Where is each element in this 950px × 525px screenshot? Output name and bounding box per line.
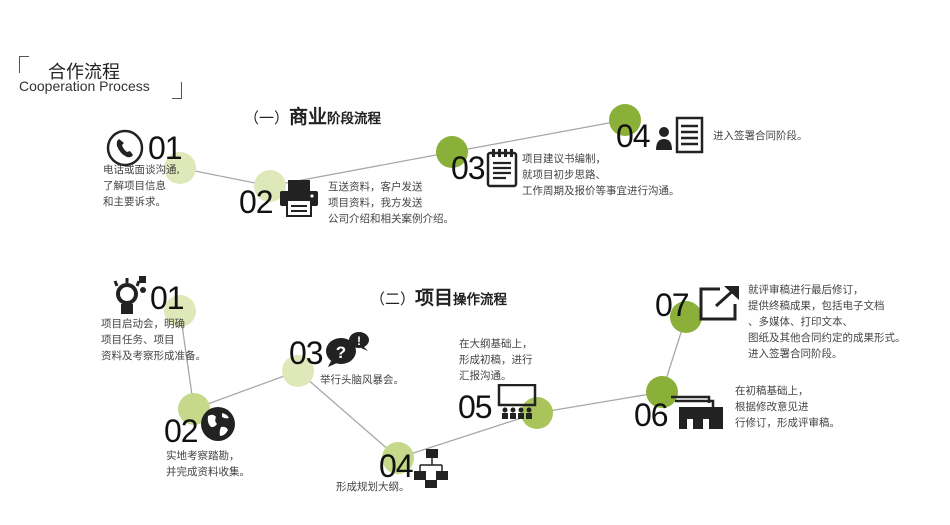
- node-s2-01: [164, 295, 196, 327]
- s1-step-02-number: 02: [239, 184, 274, 220]
- text-line: 工作周期及报价等事宜进行沟通。: [522, 185, 680, 197]
- text-line: 项目资料，我方发送: [328, 197, 423, 209]
- node-s2-03: [282, 355, 314, 387]
- text-line: 形成规划大纲。: [336, 481, 410, 493]
- s1-step-03-number: 03: [451, 150, 486, 186]
- s1-step-04-text: 进入签署合同阶段。: [713, 128, 808, 144]
- meeting-icon: [113, 276, 146, 314]
- section2-prefix: （二）: [370, 290, 416, 308]
- notepad-icon: [486, 149, 518, 188]
- connector-s2-1-2: [179, 310, 195, 410]
- connector-s2-3-4: [297, 370, 399, 459]
- section1-title-small: 阶段流程: [327, 111, 382, 127]
- presentation-icon: [497, 384, 537, 419]
- text-line: 在初稿基础上，: [735, 385, 809, 397]
- text-line: 行修订，形成评审稿。: [735, 417, 840, 429]
- s1-step-01-number: 01: [148, 130, 183, 166]
- connector-s2-5-6: [536, 391, 663, 414]
- documents-icon: [671, 395, 723, 429]
- text-line: 资料及考察形成准备。: [101, 350, 206, 362]
- text-line: 进入签署合同阶段。: [713, 130, 808, 142]
- section2-heading: （二）项目操作流程: [370, 283, 507, 310]
- text-line: 根据修改意见进: [735, 401, 809, 413]
- text-line: 进入签署合同阶段。: [748, 348, 843, 360]
- text-line: 电话或面谈沟通,: [103, 164, 180, 176]
- node-s2-04: [382, 442, 414, 474]
- s2-step-03-text: 举行头脑风暴会。: [320, 372, 404, 388]
- text-line: 就评审稿进行最后修订，: [748, 284, 864, 296]
- s2-step-02-number: 02: [164, 413, 199, 449]
- connector-s2-4-5: [397, 412, 538, 459]
- page-subtitle: Cooperation Process: [19, 78, 150, 94]
- text-line: 公司介绍和相关案例介绍。: [328, 213, 454, 225]
- text-line: 汇报沟通。: [459, 370, 512, 382]
- text-line: 互送资料，客户发送: [328, 181, 423, 193]
- printer-icon: [280, 180, 318, 217]
- s1-step-02-text: 互送资料，客户发送 项目资料，我方发送 公司介绍和相关案例介绍。: [328, 179, 454, 227]
- s2-step-07-number: 07: [655, 287, 690, 323]
- text-line: 并完成资料收集。: [166, 466, 250, 478]
- s2-step-03-number: 03: [289, 335, 324, 371]
- header-bracket-left: [19, 56, 29, 73]
- node-s1-01: [164, 152, 196, 184]
- connector-s2-2-3: [193, 370, 299, 410]
- s2-step-01-number: 01: [150, 280, 185, 316]
- s1-step-01-text: 电话或面谈沟通, 了解项目信息 和主要诉求。: [103, 162, 180, 210]
- text-line: 在大纲基础上，: [459, 338, 533, 350]
- s2-step-06-text: 在初稿基础上， 根据修改意见进 行修订，形成评审稿。: [735, 383, 840, 431]
- node-s2-06: [646, 376, 678, 408]
- text-line: 提供终稿成果，包括电子文档: [748, 300, 885, 312]
- contract-icon: [656, 116, 704, 154]
- network-icon: [414, 449, 448, 488]
- svg-text:?: ?: [336, 343, 346, 362]
- text-line: 实地考察踏勘，: [166, 450, 240, 462]
- node-s2-02: [178, 393, 210, 425]
- s2-step-06-number: 06: [634, 397, 669, 433]
- text-line: 形成初稿，进行: [459, 354, 533, 366]
- section1-title-big: 商业: [289, 106, 328, 128]
- section2-title-small: 操作流程: [453, 292, 508, 308]
- section2-title-big: 项目: [415, 287, 454, 309]
- node-s1-03: [436, 136, 468, 168]
- brainstorm-icon: ? !: [326, 332, 369, 367]
- s1-step-03-text: 项目建议书编制， 就项目初步思路、 工作周期及报价等事宜进行沟通。: [522, 151, 680, 199]
- text-line: 、多媒体、打印文本、: [748, 316, 853, 328]
- text-line: 就项目初步思路、: [522, 169, 606, 181]
- s2-step-04-number: 04: [379, 448, 414, 484]
- header-bracket-right: [172, 82, 182, 99]
- svg-text:!: !: [357, 334, 361, 348]
- text-line: 项目任务、项目: [101, 334, 175, 346]
- node-s2-07: [670, 301, 702, 333]
- connector-s1-3-4: [451, 119, 626, 153]
- s2-step-07-text: 就评审稿进行最后修订， 提供终稿成果，包括电子文档 、多媒体、打印文本、 图纸及…: [748, 282, 906, 362]
- text-line: 举行头脑风暴会。: [320, 374, 404, 386]
- s2-step-05-text: 在大纲基础上， 形成初稿，进行 汇报沟通。: [459, 336, 533, 384]
- text-line: 了解项目信息: [103, 180, 166, 192]
- text-line: 项目建议书编制，: [522, 153, 606, 165]
- page-title: 合作流程: [48, 62, 120, 83]
- text-line: 图纸及其他合同约定的成果形式。: [748, 332, 906, 344]
- text-line: 和主要诉求。: [103, 196, 166, 208]
- s2-step-04-text: 形成规划大纲。: [336, 479, 410, 495]
- node-s1-02: [254, 170, 286, 202]
- text-line: 项目启动会，明确: [101, 318, 185, 330]
- node-s1-04: [609, 104, 641, 136]
- s2-step-05-number: 05: [458, 389, 493, 425]
- globe-icon: [201, 407, 235, 441]
- export-icon: [699, 286, 739, 321]
- s2-step-01-text: 项目启动会，明确 项目任务、项目 资料及考察形成准备。: [101, 316, 206, 364]
- phone-icon: [106, 129, 144, 167]
- s2-step-02-text: 实地考察踏勘， 并完成资料收集。: [166, 448, 250, 480]
- section1-heading: （一）商业阶段流程: [244, 102, 381, 129]
- s1-step-04-number: 04: [616, 118, 651, 154]
- section1-prefix: （一）: [244, 109, 290, 127]
